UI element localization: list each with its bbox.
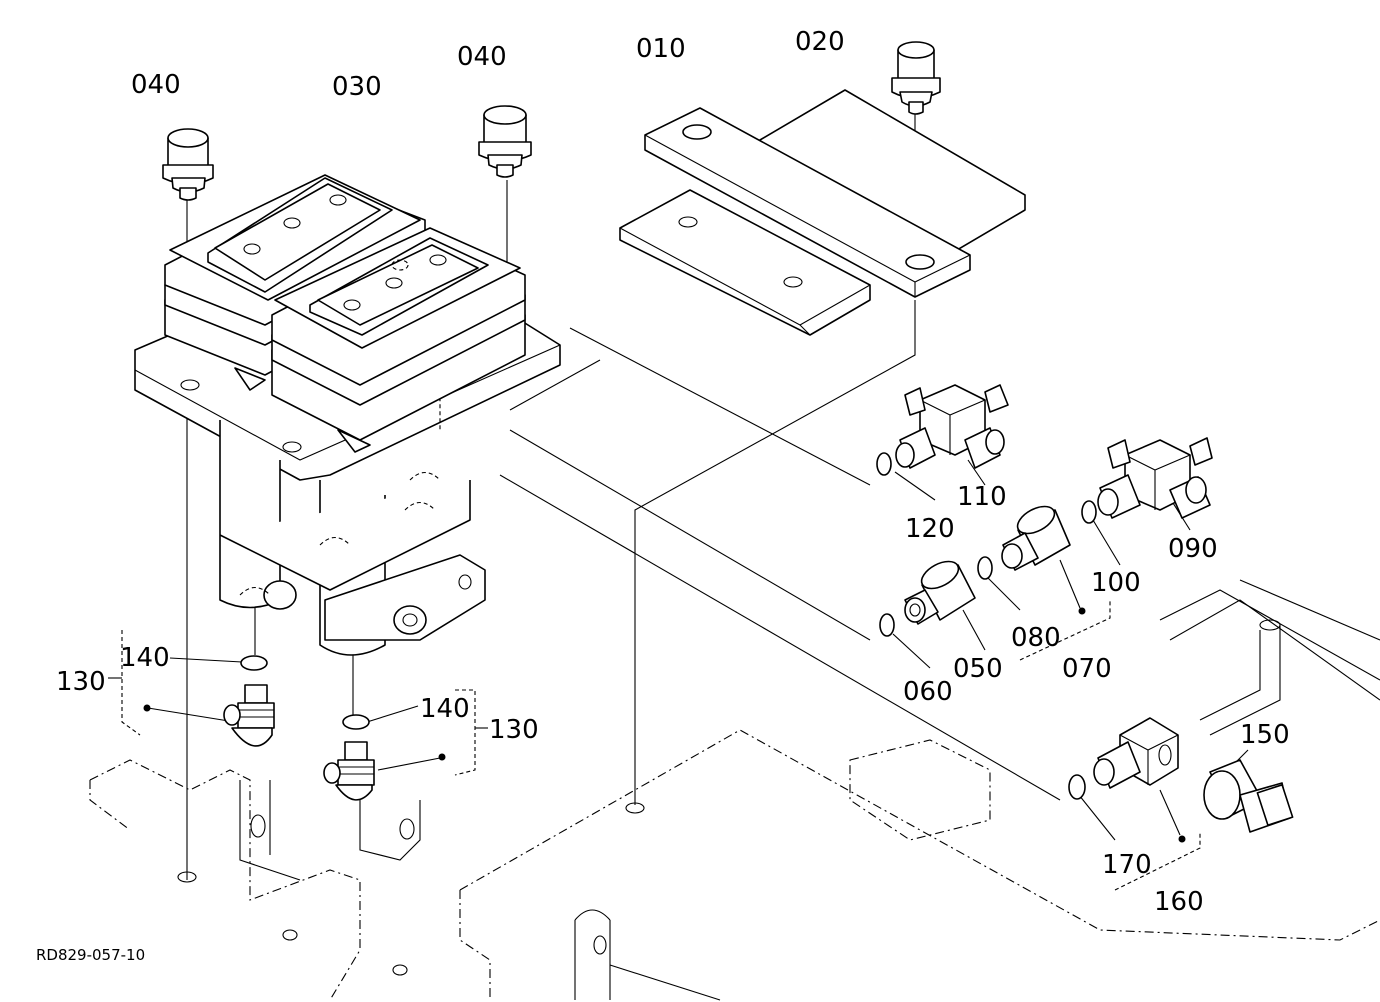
callout-050: 050 [953, 654, 1003, 684]
o-ring-140-left [240, 655, 268, 671]
o-ring-140-right [342, 714, 370, 730]
callout-120: 120 [905, 514, 955, 544]
callout-090: 090 [1168, 534, 1218, 564]
callout-160: 160 [1154, 887, 1204, 917]
o-ring-060 [879, 613, 895, 637]
callout-060: 060 [903, 677, 953, 707]
callout-130-left: 130 [56, 667, 106, 697]
callout-140-right: 140 [420, 694, 470, 724]
o-ring-170 [1068, 774, 1086, 800]
drawing-code: RD829-057-10 [36, 946, 145, 964]
o-ring-100 [1081, 500, 1097, 524]
callout-010: 010 [636, 34, 686, 64]
o-ring-080 [977, 556, 993, 580]
callout-170: 170 [1102, 850, 1152, 880]
callout-030: 030 [332, 72, 382, 102]
leader-lines [147, 110, 1249, 883]
o-ring-120 [876, 452, 892, 476]
sensor-150 [1203, 759, 1294, 833]
callout-130-right: 130 [489, 715, 539, 745]
bolt-040-left [162, 128, 214, 201]
adapter-070 [1001, 505, 1071, 571]
block-160 [1093, 717, 1179, 789]
cross-fitting-110 [895, 384, 1009, 469]
bolt-040-right [478, 105, 532, 178]
callout-080: 080 [1011, 623, 1061, 653]
bolt-020 [891, 41, 941, 115]
callout-040-left: 040 [131, 70, 181, 100]
callout-110: 110 [957, 482, 1007, 512]
callout-040-right: 040 [457, 42, 507, 72]
callout-150: 150 [1240, 720, 1290, 750]
pilot-valve-030 [134, 174, 561, 656]
group-brackets [108, 600, 1201, 891]
callout-070: 070 [1062, 654, 1112, 684]
adapter-050 [904, 560, 976, 625]
callout-140-left: 140 [120, 643, 170, 673]
fitting-130-left [223, 684, 275, 747]
plate-010 [619, 89, 1026, 336]
machine-frame-outline [89, 579, 1380, 1001]
fitting-130-right [323, 741, 375, 801]
cross-fitting-090 [1097, 437, 1213, 519]
callout-020: 020 [795, 27, 845, 57]
callout-100: 100 [1091, 568, 1141, 598]
